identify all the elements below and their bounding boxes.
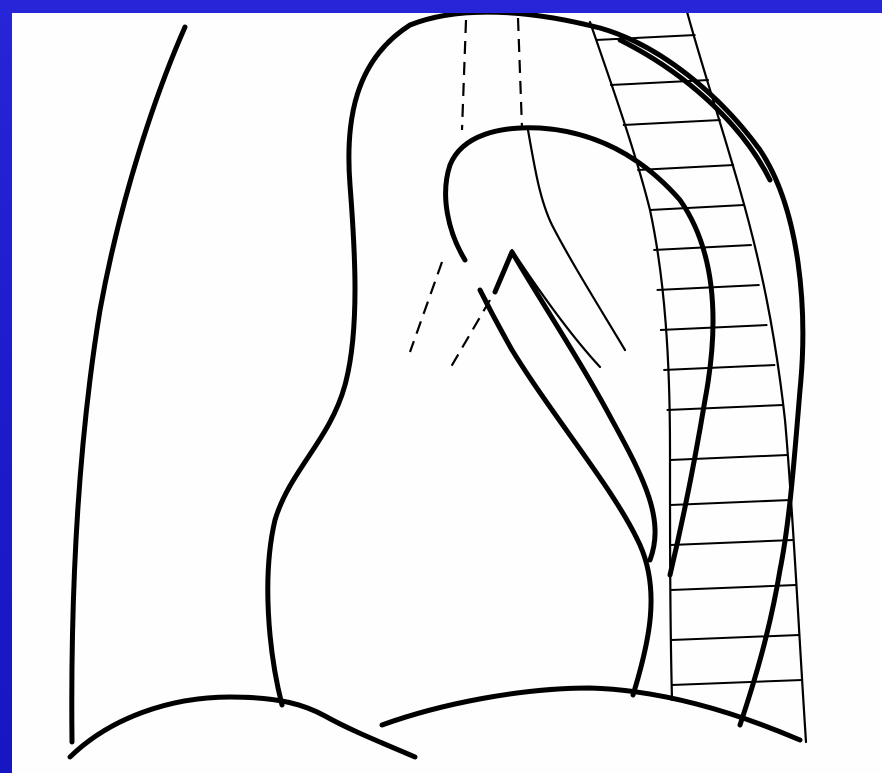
- ladder-rung: [637, 165, 734, 170]
- ladder-rung: [596, 35, 696, 40]
- ladder-rung: [670, 455, 788, 460]
- dashed-line-lower-right: [448, 300, 490, 372]
- bottom-left-hump: [70, 697, 415, 757]
- ladder-rung: [650, 205, 744, 210]
- ladder-rung: [672, 680, 802, 685]
- inner-thin-line-outer: [528, 130, 625, 350]
- bottom-right-hump: [382, 688, 800, 740]
- ladder-rung: [663, 365, 775, 370]
- inner-arch-hook: [495, 252, 655, 560]
- inner-thin-line-inner: [512, 250, 600, 367]
- right-outer-sweep: [620, 40, 770, 180]
- central-outer-outline: [268, 13, 803, 725]
- ladder-rung: [671, 540, 793, 545]
- outline-drawing: [12, 13, 882, 773]
- left-contour-line: [72, 27, 185, 742]
- inner-arch-top: [446, 128, 713, 575]
- ladder-rung: [657, 285, 760, 290]
- dashed-line-top-right: [518, 18, 522, 128]
- ladder-right-rail: [686, 13, 806, 742]
- ladder-rung: [672, 635, 800, 640]
- dashed-line-top-left: [462, 20, 466, 130]
- drawing-panel: [12, 13, 882, 773]
- ladder-rung: [623, 120, 721, 125]
- ladder-rung: [667, 405, 783, 410]
- dashed-line-lower-left: [410, 262, 442, 352]
